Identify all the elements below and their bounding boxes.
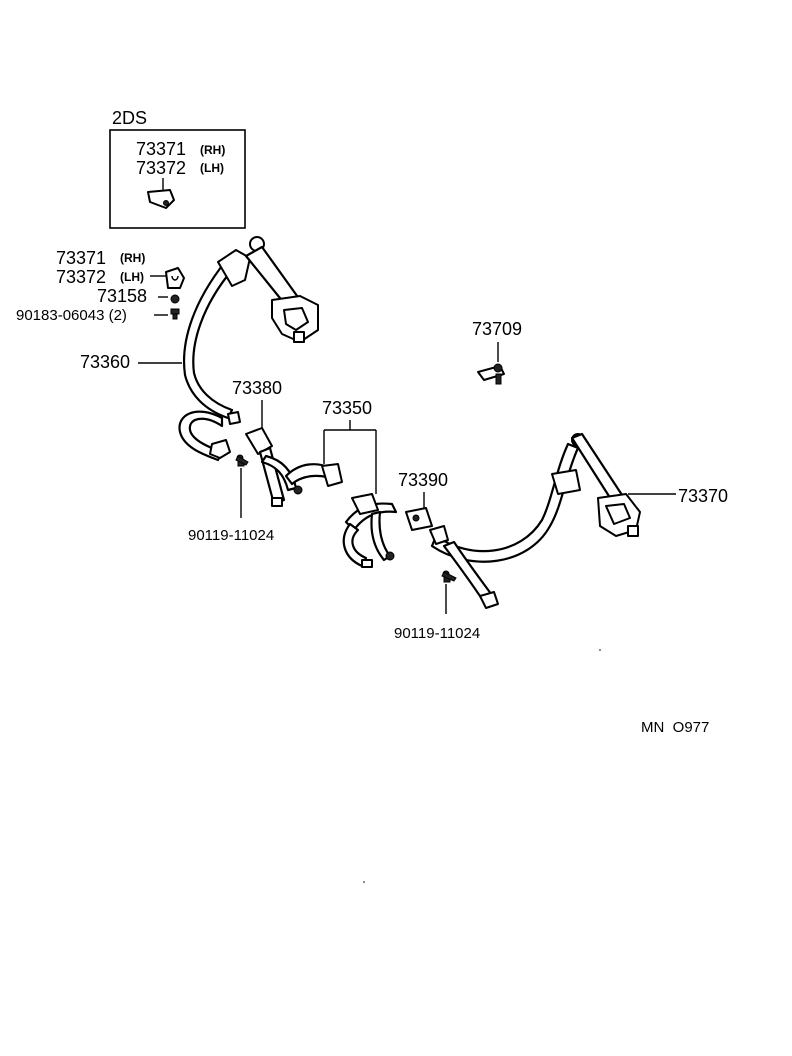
buckle-73350-number: 73350	[322, 398, 372, 418]
bolt-left-icon	[235, 454, 249, 467]
left-outer-belt	[178, 236, 319, 462]
variant-inset: 2DS 73371 (RH) 73372 (LH)	[109, 108, 246, 229]
buckle-73380-group: 73380	[232, 378, 303, 507]
belt-right-number: 73370	[678, 486, 728, 506]
inset-part-rh-side: (RH)	[200, 143, 225, 157]
clip-icon	[477, 363, 505, 385]
washer-icon	[170, 294, 180, 304]
bolt-right-number: 90119-11024	[394, 625, 480, 642]
part-73709-number: 73709	[472, 319, 522, 339]
part-73158-number: 73158	[97, 286, 147, 306]
scan-speck	[599, 649, 601, 651]
bolt-right-icon	[441, 570, 457, 583]
buckle-73390-group: 73390	[398, 470, 448, 531]
buckle-73350-group: 73350	[284, 398, 398, 568]
bolt-90183-number: 90183-06043 (2)	[16, 307, 127, 324]
variant-label: 2DS	[112, 108, 147, 128]
bolt-icon	[170, 308, 180, 320]
part-73709-group: 73709	[472, 319, 522, 385]
buckle-73390-number: 73390	[398, 470, 448, 490]
part-rh-side: (RH)	[120, 251, 145, 265]
inset-box	[109, 129, 246, 229]
part-lh-side: (LH)	[120, 270, 144, 284]
part-rh-number: 73371	[56, 248, 106, 268]
anchor-cover-icon	[165, 267, 185, 289]
part-lh-number: 73372	[56, 267, 106, 287]
inset-part-lh-number: 73372	[136, 158, 186, 178]
diagram-code: MN O977	[641, 719, 709, 736]
belt-left-number: 73360	[80, 352, 130, 372]
bolt-left-number: 90119-11024	[188, 527, 274, 544]
left-label-group: 73371 (RH) 73372 (LH) 73158 90183-06043 …	[16, 248, 185, 372]
buckle-73380-number: 73380	[232, 378, 282, 398]
inset-part-lh-side: (LH)	[200, 161, 224, 175]
bolt-left-group: 90119-11024	[188, 454, 274, 544]
right-outer-belt: 73370	[429, 432, 728, 609]
scan-speck	[363, 881, 365, 883]
bolt-right-group: 90119-11024	[394, 570, 480, 642]
inset-cover-icon	[147, 189, 175, 209]
inset-part-rh-number: 73371	[136, 139, 186, 159]
